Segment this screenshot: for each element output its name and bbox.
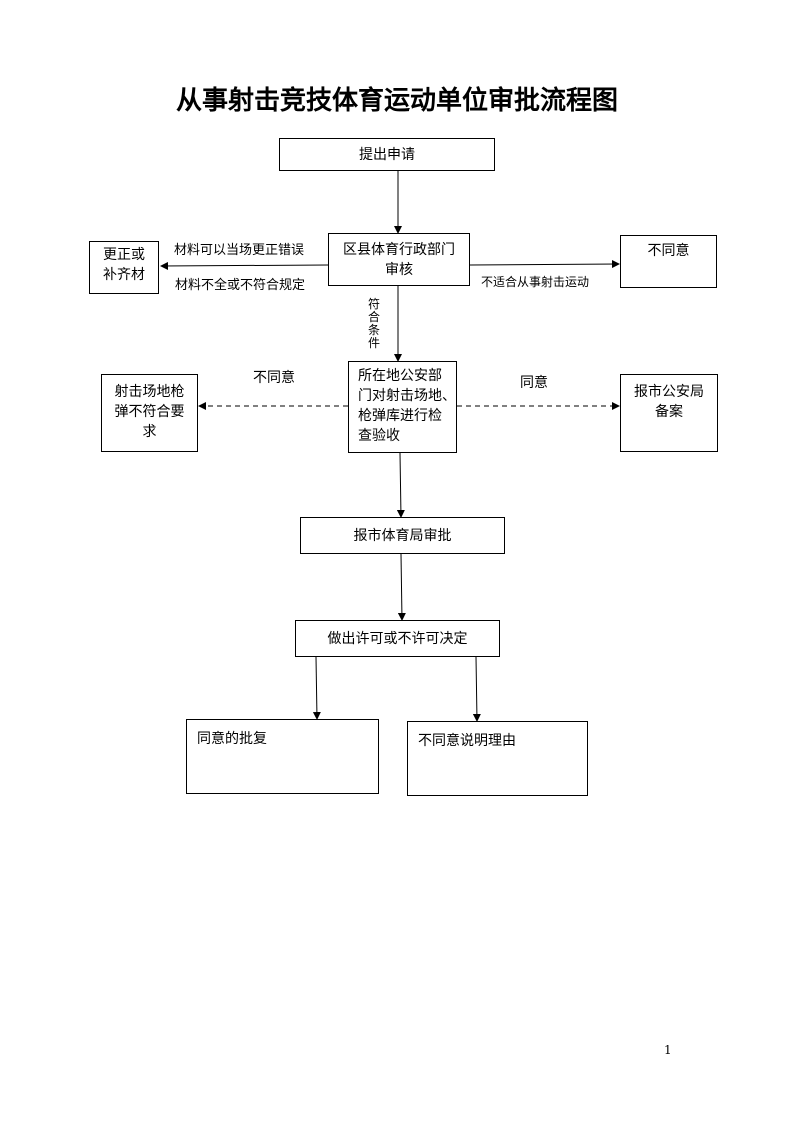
- node-police-line1: 所在地公安部: [358, 368, 442, 384]
- node-approval-label: 同意的批复: [197, 731, 267, 747]
- qualified-char-1: 符: [367, 297, 380, 311]
- node-disagree-top-label: 不同意: [647, 243, 690, 259]
- node-report-city-police: 报市公安局 备案: [620, 374, 718, 452]
- qualified-char-2: 合: [367, 310, 380, 324]
- node-rejection-label: 不同意说明理由: [418, 733, 516, 749]
- node-correct-line1: 更正或: [103, 247, 145, 263]
- node-report-police-line1: 报市公安局: [634, 384, 704, 400]
- node-district-line1: 区县体育行政部门: [343, 241, 455, 258]
- node-rejection-reason: 不同意说明理由: [407, 721, 588, 796]
- node-police-line2: 门对射击场地、: [358, 388, 456, 404]
- node-city-sports-label: 报市体育局审批: [353, 527, 452, 544]
- page-number: 1: [664, 1043, 672, 1057]
- node-decision-label: 做出许可或不许可决定: [327, 630, 468, 647]
- node-disagree-top: 不同意: [620, 235, 717, 288]
- page-title: 从事射击竞技体育运动单位审批流程图: [175, 86, 618, 116]
- edge-label-correct-on-site: 材料可以当场更正错误: [174, 243, 305, 258]
- arrow-district-to-correct: [160, 261, 329, 270]
- qualified-char-4: 件: [367, 336, 380, 350]
- node-police-inspection: 所在地公安部 门对射击场地、 枪弹库进行检 查验收: [348, 361, 457, 453]
- node-district-line2: 审核: [385, 261, 413, 278]
- edge-label-qualified: 符 合 条 件: [367, 298, 381, 350]
- arrow-decision-to-approve: [312, 656, 321, 720]
- node-correct-line2: 补齐材: [103, 267, 145, 283]
- edge-label-disagree: 不同意: [253, 370, 295, 386]
- node-range-noncompliant: 射击场地枪 弹不符合要 求: [101, 374, 198, 452]
- node-range-line3: 求: [142, 424, 157, 440]
- edge-label-incomplete: 材料不全或不符合规定: [175, 278, 306, 293]
- node-approval-reply: 同意的批复: [186, 719, 379, 794]
- node-report-police-line2: 备案: [655, 404, 683, 420]
- node-range-line2: 弹不符合要: [114, 404, 185, 420]
- node-city-sports-approval: 报市体育局审批: [300, 517, 505, 554]
- node-submit-application: 提出申请: [279, 138, 495, 171]
- node-police-line4: 查验收: [358, 428, 400, 444]
- arrow-city-sports-to-decision: [397, 553, 406, 621]
- edge-label-agree: 同意: [520, 375, 548, 391]
- arrow-decision-to-reject: [472, 656, 481, 722]
- edge-label-unsuitable: 不适合从事射击运动: [481, 275, 590, 289]
- node-submit-label: 提出申请: [359, 146, 415, 163]
- arrow-district-to-disagree: [469, 260, 620, 269]
- node-district-review: 区县体育行政部门 审核: [328, 233, 470, 286]
- node-range-line1: 射击场地枪: [114, 384, 185, 400]
- node-correct-materials: 更正或 补齐材: [89, 241, 159, 294]
- node-decision: 做出许可或不许可决定: [295, 620, 500, 657]
- qualified-char-3: 条: [367, 323, 380, 337]
- node-police-line3: 枪弹库进行检: [358, 408, 442, 424]
- arrow-police-to-city-sports: [396, 452, 405, 518]
